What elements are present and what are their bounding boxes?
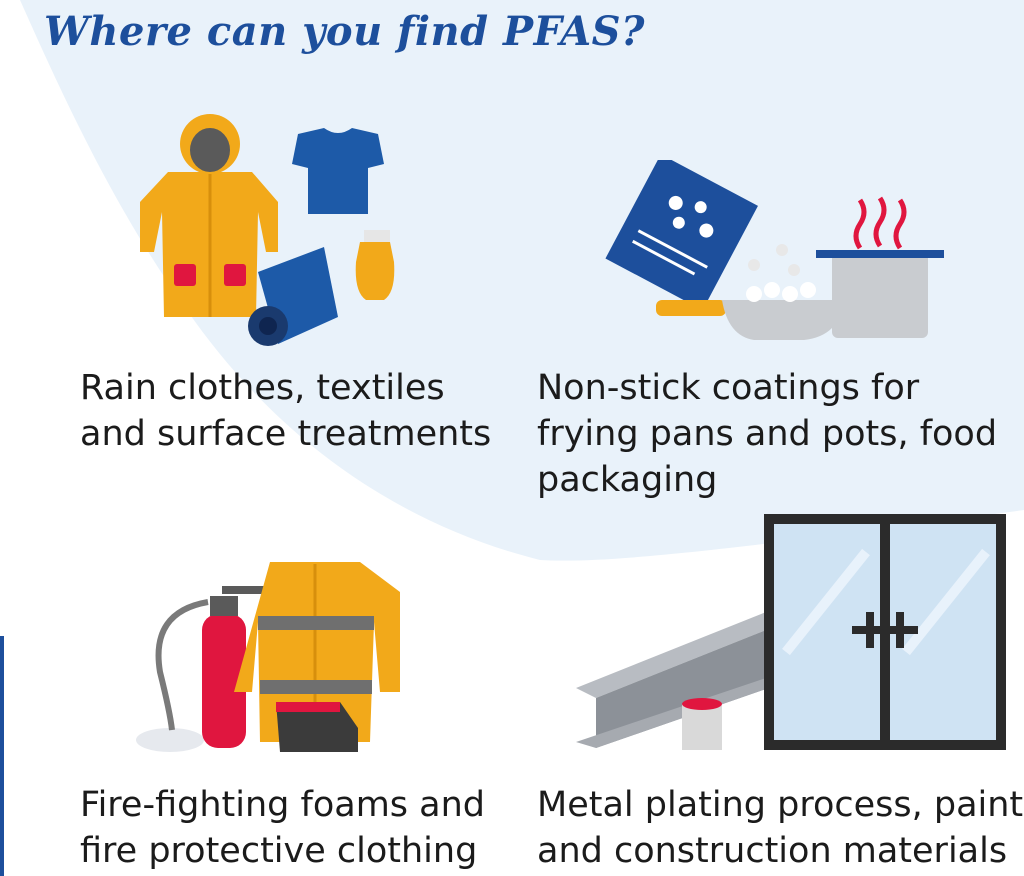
rain-clothes-textiles-icon xyxy=(140,114,395,346)
caption-line: fire protective clothing xyxy=(80,831,478,871)
caption-line: Fire-fighting foams and xyxy=(80,785,485,825)
fire-extinguisher-protective-gear-icon xyxy=(136,562,400,752)
page-title: Where can you find PFAS? xyxy=(44,8,645,55)
caption-line: frying pans and pots, food xyxy=(537,414,998,454)
caption-line: and surface treatments xyxy=(80,414,492,454)
caption-nonstick: Non-stick coatings for frying pans and p… xyxy=(537,365,997,503)
left-edge-accent xyxy=(0,636,4,876)
caption-rain-clothes: Rain clothes, textiles and surface treat… xyxy=(80,365,491,457)
caption-construction: Metal plating process, paints and constr… xyxy=(537,782,1024,874)
caption-fire-fighting: Fire-fighting foams and fire protective … xyxy=(80,782,485,874)
nonstick-cookware-packaging-icon xyxy=(605,160,944,340)
caption-line: and construction materials xyxy=(537,831,1008,871)
construction-materials-icon xyxy=(576,514,1006,750)
caption-line: Metal plating process, paints xyxy=(537,785,1024,825)
caption-line: packaging xyxy=(537,460,718,500)
caption-line: Non-stick coatings for xyxy=(537,368,920,408)
caption-line: Rain clothes, textiles xyxy=(80,368,445,408)
